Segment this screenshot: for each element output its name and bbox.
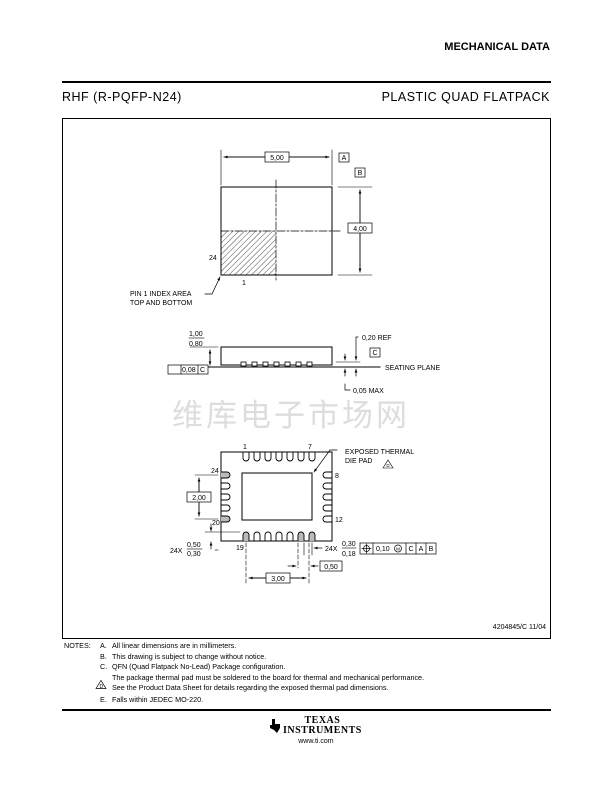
svg-text:24X: 24X <box>325 546 338 553</box>
bottom-view <box>186 449 437 586</box>
svg-text:7: 7 <box>308 444 312 451</box>
note-text: The package thermal pad must be soldered… <box>112 672 425 682</box>
svg-text:C: C <box>372 350 377 357</box>
svg-text:24: 24 <box>211 468 219 475</box>
svg-text:SEATING PLANE: SEATING PLANE <box>385 365 440 372</box>
top-view <box>204 149 373 295</box>
svg-text:0,80: 0,80 <box>189 341 203 348</box>
svg-text:4,00: 4,00 <box>353 226 367 233</box>
svg-text:2,00: 2,00 <box>192 495 206 502</box>
svg-text:12: 12 <box>335 517 343 524</box>
svg-text:0,30: 0,30 <box>187 551 201 558</box>
svg-text:0,18: 0,18 <box>342 551 356 558</box>
svg-text:1: 1 <box>243 444 247 451</box>
svg-text:A: A <box>419 546 424 553</box>
note-text: This drawing is subject to change withou… <box>112 651 267 661</box>
svg-text:0,20 REF: 0,20 REF <box>362 335 392 342</box>
note-item: B. This drawing is subject to change with… <box>100 652 266 663</box>
note-item: See the Product Data Sheet for details r… <box>100 683 389 694</box>
drawing-frame <box>62 118 551 639</box>
package-code: RHF (R-PQFP-N24) <box>62 90 182 104</box>
note-item: C. QFN (Quad Flatpack No-Lead) Package co… <box>100 662 285 673</box>
note-text: All linear dimensions are in millimeters… <box>112 641 237 650</box>
watermark: 维库电子市场网 <box>172 398 410 434</box>
svg-text:M: M <box>396 547 400 552</box>
svg-text:19: 19 <box>236 545 244 552</box>
svg-text:0,30: 0,30 <box>342 541 356 548</box>
svg-text:20: 20 <box>212 520 220 527</box>
svg-text:3,00: 3,00 <box>271 576 285 583</box>
svg-text:DIE PAD: DIE PAD <box>345 458 373 465</box>
texas-state-icon <box>270 719 280 733</box>
svg-text:D: D <box>386 463 390 468</box>
note-item: A. All linear dimensions are in millimete… <box>100 641 236 652</box>
svg-text:5,00: 5,00 <box>270 155 284 162</box>
package-name: PLASTIC QUAD FLATPACK <box>381 90 550 104</box>
note-text: See the Product Data Sheet for details r… <box>112 683 389 693</box>
svg-text:0,10: 0,10 <box>376 546 390 553</box>
svg-text:EXPOSED THERMAL: EXPOSED THERMAL <box>345 449 414 456</box>
svg-text:TOP AND BOTTOM: TOP AND BOTTOM <box>130 300 192 307</box>
svg-text:A: A <box>342 155 347 162</box>
brand-line-2: INSTRUMENTS <box>283 725 362 736</box>
svg-text:B: B <box>358 170 363 177</box>
note-key: B. <box>100 651 107 661</box>
svg-text:24: 24 <box>209 255 217 262</box>
note-text: QFN (Quad Flatpack No-Lead) Package conf… <box>112 662 286 672</box>
svg-text:C: C <box>200 367 205 374</box>
svg-text:1,00: 1,00 <box>189 331 203 338</box>
ti-logo: TEXAS INSTRUMENTS www.ti.com <box>270 716 362 745</box>
header-rule <box>62 81 551 83</box>
section-header: MECHANICAL DATA <box>444 41 550 53</box>
document-number: 4204845/C 11/04 <box>492 624 546 631</box>
svg-text:8: 8 <box>335 473 339 480</box>
note-key: E. <box>100 695 107 704</box>
svg-text:B: B <box>429 546 434 553</box>
footer-rule <box>62 709 551 711</box>
svg-text:1: 1 <box>242 280 246 287</box>
side-view <box>167 336 381 391</box>
notes-label: NOTES: <box>64 641 91 650</box>
top-view-labels: 5,00 A B 4,00 24 1 PIN 1 INDEX AREA TOP … <box>130 155 367 307</box>
svg-text:PIN 1 INDEX AREA: PIN 1 INDEX AREA <box>130 291 192 298</box>
note-key: A. <box>100 641 107 650</box>
svg-text:0,50: 0,50 <box>324 564 338 571</box>
svg-text:0,50: 0,50 <box>187 542 201 549</box>
svg-text:C: C <box>408 546 413 553</box>
note-text: Falls within JEDEC MO-220. <box>112 695 204 704</box>
svg-text:0,05 MAX: 0,05 MAX <box>353 388 384 395</box>
svg-text:24X: 24X <box>170 548 183 555</box>
note-key: C. <box>100 662 108 672</box>
brand-line-1: TEXAS <box>304 715 341 726</box>
website-link[interactable]: www.ti.com <box>298 738 334 745</box>
bottom-view-labels: 1 7 8 12 19 20 24 EXPOSED THERMAL DIE PA… <box>170 444 434 583</box>
side-view-labels: 1,00 0,80 0,20 REF C SEATING PLANE 0,05 … <box>182 331 440 395</box>
note-item: E. Falls within JEDEC MO-220. <box>100 695 203 706</box>
svg-text:0,08: 0,08 <box>182 367 196 374</box>
